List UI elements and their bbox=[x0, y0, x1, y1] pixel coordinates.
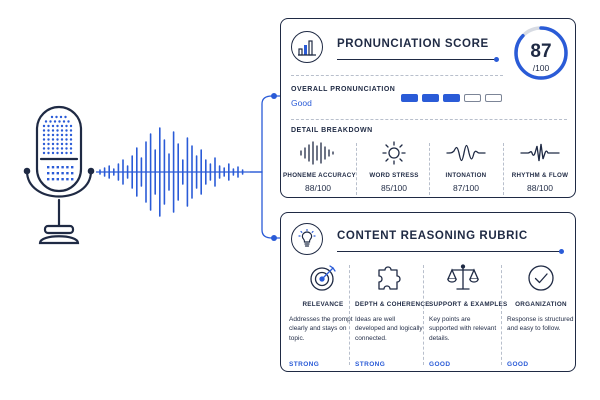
meter-segment bbox=[401, 94, 418, 102]
metric-value: 85/100 bbox=[381, 183, 407, 193]
connector-lines bbox=[250, 95, 280, 239]
rubric-organization: ORGANIZATION Response is structured and … bbox=[507, 263, 575, 368]
sun-burst-icon bbox=[382, 141, 406, 165]
bar-chart-icon bbox=[291, 31, 323, 63]
title-underline bbox=[337, 251, 561, 253]
metric-label: PHONEME ACCURACY bbox=[283, 172, 356, 179]
score-denominator: /100 bbox=[532, 63, 550, 73]
rubric-support-examples: SUPPORT & EXAMPLES Key points are suppor… bbox=[429, 263, 508, 368]
pulse-wave-icon bbox=[520, 143, 560, 162]
rubric-title: SUPPORT & EXAMPLES bbox=[429, 301, 508, 308]
overall-value: Good bbox=[291, 98, 312, 108]
microphone-grille bbox=[42, 115, 73, 155]
meter-segment bbox=[485, 94, 502, 102]
metric-value: 88/100 bbox=[527, 183, 553, 193]
content-rubric-card: CONTENT REASONING RUBRIC RELEVANCE Addre… bbox=[280, 212, 576, 372]
meter-segment bbox=[464, 94, 481, 102]
rubric-level: STRONG bbox=[289, 361, 320, 368]
puzzle-icon bbox=[378, 266, 401, 290]
column-divider bbox=[501, 265, 502, 365]
score-gauge bbox=[514, 26, 568, 80]
rubric-desc: Response is structured and easy to follo… bbox=[507, 316, 574, 333]
pronunciation-score-card: PRONUNCIATION SCORE 87 /100 OVERALL PRON… bbox=[280, 18, 576, 198]
metric-label: INTONATION bbox=[445, 172, 487, 179]
rubric-desc: Key points are supported with relevant d… bbox=[429, 316, 497, 342]
column-divider bbox=[423, 265, 424, 365]
metric-intonation: INTONATION 87/100 bbox=[431, 141, 501, 193]
rubric-title: RELEVANCE bbox=[302, 301, 344, 308]
overall-label: OVERALL PRONUNCIATION bbox=[291, 86, 396, 93]
score-value: 87 bbox=[530, 41, 552, 62]
connector-dot-bottom bbox=[271, 235, 277, 241]
title-underline bbox=[337, 59, 497, 61]
metric-phoneme-accuracy: PHONEME ACCURACY 88/100 bbox=[283, 141, 356, 193]
overall-meter bbox=[401, 94, 502, 102]
scales-icon bbox=[447, 264, 479, 290]
audio-waveform bbox=[99, 127, 244, 217]
connector-dot-top bbox=[271, 93, 277, 99]
column-divider bbox=[429, 143, 430, 195]
microphone-lower-pattern bbox=[47, 166, 74, 181]
target-icon bbox=[310, 265, 336, 291]
title-underline-dot bbox=[494, 57, 499, 62]
column-divider bbox=[349, 265, 350, 365]
title-underline-dot bbox=[559, 249, 564, 254]
metric-rhythm-flow: RHYTHM & FLOW 88/100 bbox=[505, 141, 575, 193]
divider bbox=[291, 75, 503, 76]
rubric-desc: Addresses the prompt clearly and stays o… bbox=[289, 316, 353, 342]
rubric-desc: Ideas are well developed and logically c… bbox=[355, 316, 423, 342]
metric-value: 88/100 bbox=[305, 183, 331, 193]
rubric-level: GOOD bbox=[507, 361, 529, 368]
rubric-title: DEPTH & COHERENCE bbox=[355, 301, 430, 308]
metric-label: RHYTHM & FLOW bbox=[511, 172, 569, 179]
waveform-bars-icon bbox=[300, 141, 334, 165]
column-divider bbox=[503, 143, 504, 195]
metric-label: WORD STRESS bbox=[369, 172, 419, 179]
pronunciation-title: PRONUNCIATION SCORE bbox=[337, 38, 489, 50]
wave-curve-icon bbox=[446, 144, 486, 162]
column-divider bbox=[356, 143, 357, 195]
lightbulb-icon bbox=[291, 223, 323, 255]
rubric-title: CONTENT REASONING RUBRIC bbox=[337, 230, 528, 242]
rubric-relevance: RELEVANCE Addresses the prompt clearly a… bbox=[289, 263, 357, 368]
microphone-icon bbox=[23, 105, 95, 245]
metric-value: 87/100 bbox=[453, 183, 479, 193]
metric-word-stress: WORD STRESS 85/100 bbox=[359, 141, 429, 193]
check-circle-icon bbox=[528, 265, 554, 291]
rubric-level: STRONG bbox=[355, 361, 386, 368]
rubric-depth-coherence: DEPTH & COHERENCE Ideas are well develop… bbox=[355, 263, 430, 368]
meter-segment bbox=[443, 94, 460, 102]
divider bbox=[291, 119, 567, 120]
rubric-title: ORGANIZATION bbox=[515, 301, 567, 308]
breakdown-label: DETAIL BREAKDOWN bbox=[291, 127, 373, 134]
rubric-level: GOOD bbox=[429, 361, 451, 368]
meter-segment bbox=[422, 94, 439, 102]
